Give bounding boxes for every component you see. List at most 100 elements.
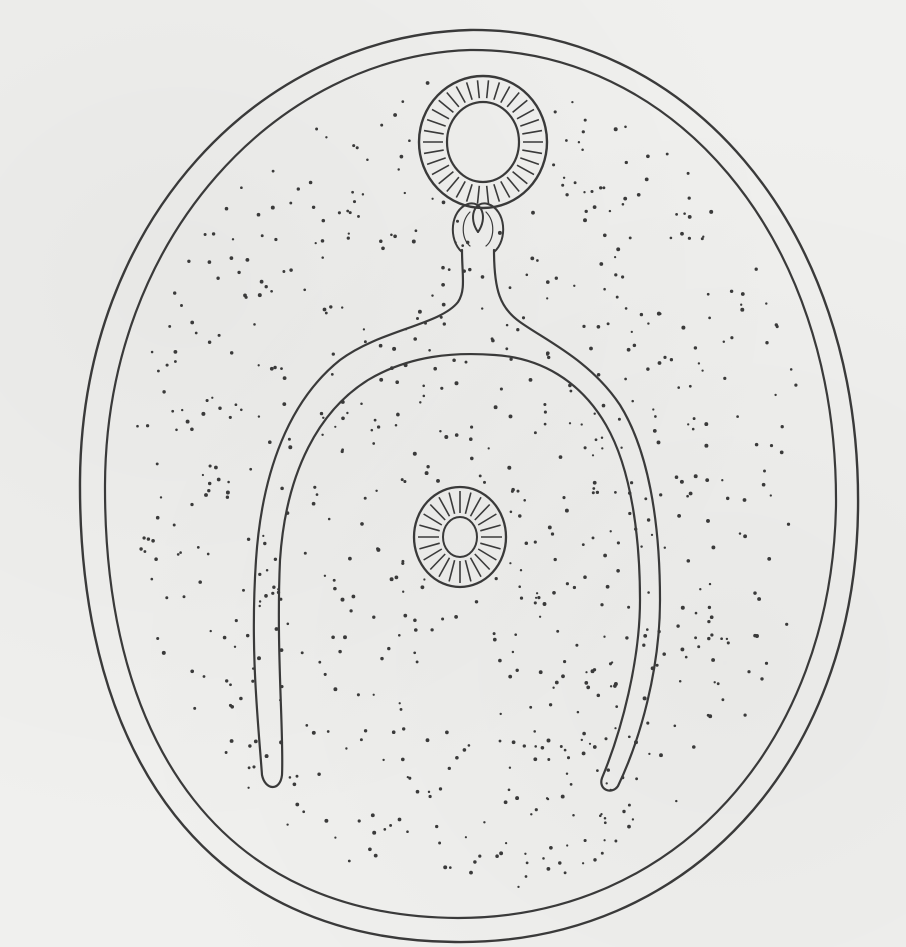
stipple-dot [584,681,588,685]
stipple-dot [675,475,679,479]
stipple-dot [601,447,603,449]
stipple-dot [493,632,496,635]
stipple-dot [500,387,503,390]
stipple-dot [204,493,208,497]
stipple-dot [741,292,745,296]
stipple-dot [529,706,532,709]
stipple-dot [440,387,443,390]
stipple-dot [261,234,264,237]
stipple-dot [582,751,586,755]
stipple-dot [379,378,383,382]
stipple-dot [616,296,619,299]
stipple-dot [534,601,537,604]
stipple-dot [468,744,471,747]
stipple-dot [360,738,363,741]
radial-spoke [439,558,450,577]
stipple-dot [584,119,587,122]
stipple-dot [363,328,365,330]
stipple-dot [743,713,746,716]
stipple-dot [207,553,210,556]
stipple-dot [441,266,445,270]
stipple-dot [180,304,183,307]
stipple-dot [366,158,369,161]
stipple-dot [599,815,602,818]
stipple-dot [621,275,624,278]
stipple-dot [248,744,251,747]
stipple-dot [687,172,690,175]
stipple-dot [511,488,515,492]
stipple-dot [358,819,361,822]
stipple-dot [498,231,502,235]
stipple-dot [223,636,227,640]
stipple-dot [522,316,525,319]
stipple-dot [618,418,621,421]
stipple-dot [683,212,686,215]
stipple-dot [739,532,741,534]
stipple-dot [207,489,210,492]
stipple-dot [206,399,209,402]
stipple-dot [530,813,532,815]
radial-spoke [522,131,542,134]
stipple-dot [380,657,383,660]
stipple-dot [425,471,429,475]
stipple-dot [413,452,417,456]
stipple-dot [520,569,522,571]
stipple-dot [507,466,511,470]
central-radial-disc [414,487,506,587]
stipple-dot [571,101,573,103]
stipple-dot [312,502,316,506]
stipple-dot [403,614,407,618]
stipple-dot [402,591,404,593]
stipple-dot [688,196,691,199]
stipple-dot [547,356,550,359]
stipple-dot [541,746,545,750]
radial-spoke [424,131,444,134]
stipple-dot [229,683,232,686]
radial-spoke [478,549,496,560]
stipple-dot [622,203,625,206]
stipple-dot [461,244,464,247]
stipple-dot [253,323,256,326]
stipple-dot [686,495,689,498]
stipple-dot [774,394,776,396]
stipple-dot [604,817,607,820]
stipple-dot [420,585,424,589]
stipple-dot [235,619,238,622]
stipple-dot [346,210,349,213]
stipple-dot [694,474,698,478]
radial-spoke [447,93,459,107]
stipple-dot [534,431,537,434]
stipple-dot [399,702,401,704]
stipple-dot [347,236,350,239]
stipple-dot [560,745,563,748]
stipple-dot [392,730,396,734]
stipple-dot [531,211,535,215]
stipple-dot [506,324,509,327]
stipple-dot [590,190,593,193]
stipple-dot [763,470,766,473]
stipple-dot [348,860,351,863]
stipple-dot [268,440,272,444]
stipple-dot [499,740,502,743]
stipple-dot [331,373,334,376]
stipple-dot [151,539,155,543]
stipple-dot [390,577,394,581]
stipple-dot [603,636,605,638]
stipple-dot [371,429,374,432]
stipple-dot [708,606,711,609]
stipple-dot [589,347,593,351]
stipple-dot [614,727,616,729]
stipple-dot [785,623,788,626]
stipple-dot [570,783,573,786]
stipple-dot [537,596,540,599]
radial-spoke [424,150,444,153]
stipple-dot [352,144,355,147]
stipple-dot [320,412,323,415]
radial-spoke [427,158,446,165]
stipple-dot [371,813,375,817]
stipple-dot [740,308,744,312]
stipple-dot [315,242,317,244]
stipple-dot [584,446,587,449]
stipple-dot [469,437,473,441]
stipple-dot [610,530,612,532]
